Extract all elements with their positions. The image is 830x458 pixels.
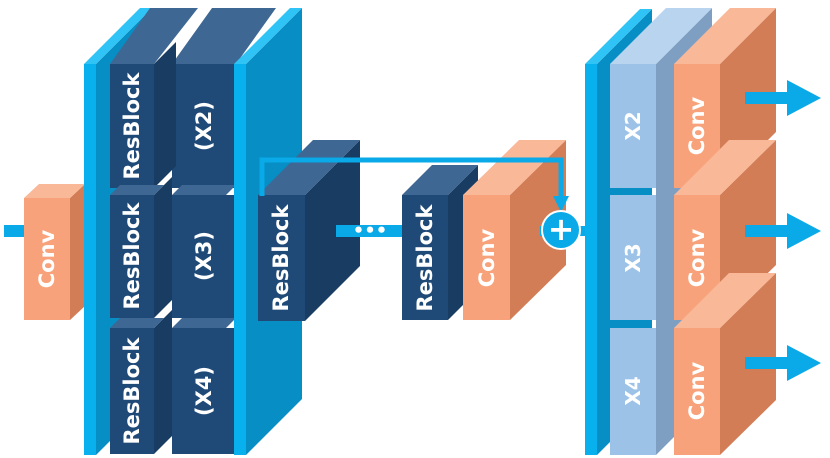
encoder-repeat-label: (X4) <box>192 366 216 416</box>
encoder-repeat-label: (X3) <box>192 231 216 281</box>
decoder-scale-label: X4 <box>621 376 645 405</box>
ellipsis-dots: ••• <box>353 221 388 242</box>
decoder-scale-label: X3 <box>621 243 645 272</box>
input-conv-block: Conv <box>24 184 85 320</box>
skip-connection <box>259 157 564 200</box>
middle-first-resblock-label: ResBlock <box>269 203 293 311</box>
add-symbol: + <box>548 210 575 248</box>
output-arrow-1 <box>745 80 821 116</box>
skip-connection-arrowhead <box>553 196 569 212</box>
encoder-repeat-label: (X2) <box>192 101 216 151</box>
decoder-conv-row-3: Conv <box>674 273 776 455</box>
encoder-block-label: ResBlock <box>120 71 144 179</box>
middle-first-resblock: ResBlock <box>258 140 360 321</box>
encoder-block-label: ResBlock <box>120 336 144 444</box>
decoder-conv-label: Conv <box>685 361 709 420</box>
decoder-scale-label: X2 <box>621 111 645 140</box>
encoder-row-3: (X4) ResBlock <box>110 310 236 454</box>
middle-last-resblock-label: ResBlock <box>413 203 437 311</box>
middle-conv-label: Conv <box>475 228 499 287</box>
output-arrow-3 <box>745 345 821 381</box>
encoder-block-label: ResBlock <box>120 201 144 309</box>
dots-connector <box>336 225 402 237</box>
middle-conv-block: Conv <box>463 140 566 320</box>
add-node <box>541 210 581 250</box>
decoder-conv-label: Conv <box>685 96 709 155</box>
encoder-row-2: (X3) ResBlock <box>110 177 236 318</box>
input-conv-label: Conv <box>35 229 59 288</box>
output-arrow-2 <box>745 213 821 249</box>
input-arrow <box>4 225 24 237</box>
decoder-conv-label: Conv <box>685 228 709 287</box>
encoder-row-1: (X2) ResBlock <box>110 8 276 188</box>
